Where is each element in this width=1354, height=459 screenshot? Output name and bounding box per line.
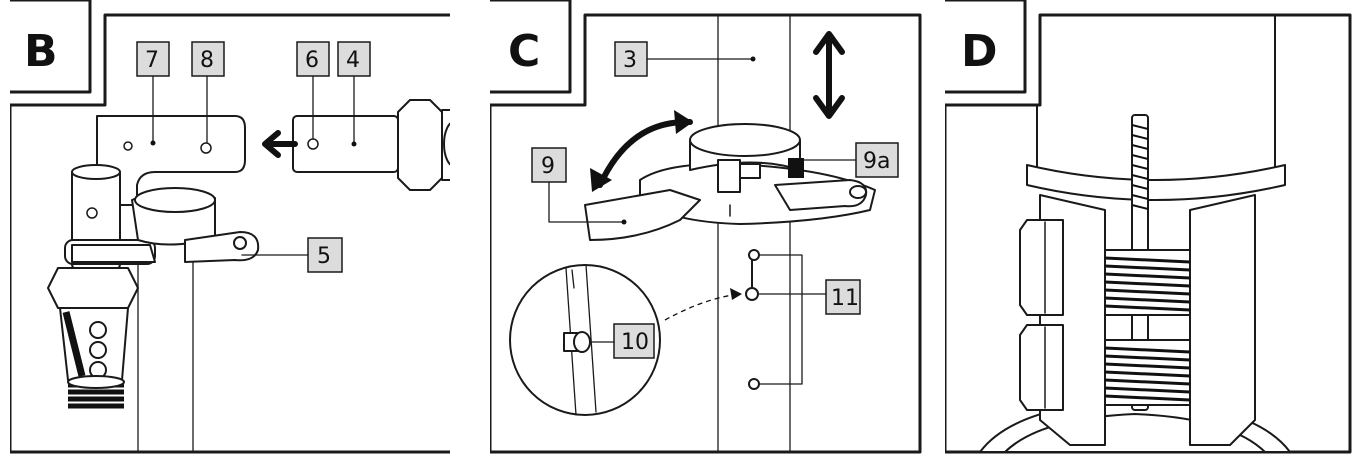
pole-tube	[1026, 14, 1286, 201]
panel-c-letter: C	[508, 26, 540, 77]
svg-text:7: 7	[145, 48, 159, 73]
panel-b-letter: B	[24, 26, 58, 77]
svg-text:8: 8	[200, 48, 214, 73]
svg-text:10: 10	[621, 330, 649, 355]
screw-hole-8	[200, 142, 212, 154]
hole-markers-11	[745, 249, 760, 390]
label-3: 3	[614, 41, 648, 77]
screw-hole-6	[307, 138, 319, 150]
panel-b-letter-tab	[10, 0, 92, 94]
panel-c-letter-tab	[490, 0, 572, 94]
panel-d: D	[945, 0, 1354, 459]
up-down-arrow	[813, 31, 845, 119]
panel-d-letter-tab	[945, 0, 1027, 94]
clamp-lever-9	[584, 189, 701, 241]
panel-b: B	[10, 0, 450, 459]
panel-b-frame	[10, 13, 450, 454]
magnifier-detail-10	[509, 264, 661, 416]
svg-text:9a: 9a	[863, 149, 890, 174]
label-10: 10	[613, 323, 655, 359]
label-4: 4	[337, 41, 371, 77]
label-8: 8	[191, 41, 225, 77]
clamp-assembly-9	[584, 123, 876, 241]
panel-d-letter: D	[961, 26, 998, 77]
label-9: 9	[531, 147, 567, 183]
t-piece-7	[96, 115, 246, 206]
label-9a: 9a	[855, 142, 899, 178]
springs	[1104, 249, 1191, 406]
panel-d-drawing: D	[945, 0, 1352, 454]
label-7: 7	[136, 41, 170, 77]
clamp-collar	[71, 187, 260, 263]
label-5: 5	[307, 237, 343, 273]
dashed-leader	[664, 293, 741, 321]
svg-text:9: 9	[541, 154, 555, 179]
panel-b-drawing: B	[10, 0, 450, 454]
label-6: 6	[296, 41, 330, 77]
direction-arrow-left	[262, 130, 298, 158]
hex-nuts	[1019, 219, 1064, 411]
label-11: 11	[825, 279, 861, 315]
panel-c: C	[490, 0, 930, 459]
panel-c-drawing: C	[490, 0, 922, 454]
panel-c-frame	[490, 13, 922, 454]
svg-text:11: 11	[831, 286, 859, 311]
svg-text:3: 3	[623, 48, 637, 73]
svg-text:4: 4	[346, 48, 360, 73]
svg-text:6: 6	[305, 48, 319, 73]
threaded-fitting-4	[292, 99, 450, 191]
panel-d-frame	[945, 13, 1352, 454]
svg-text:5: 5	[317, 244, 331, 269]
